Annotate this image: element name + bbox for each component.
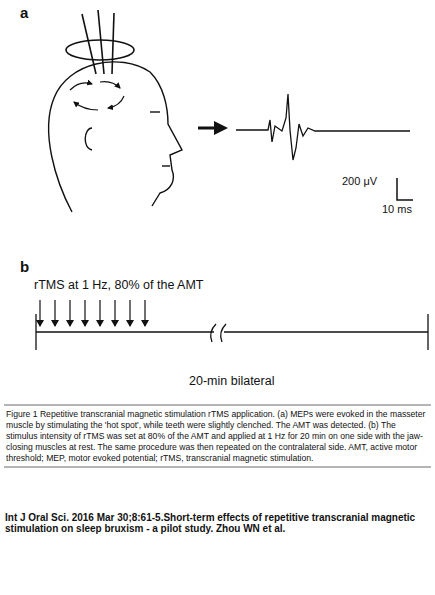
tms-coil: [66, 10, 134, 74]
mep-waveform: [236, 94, 410, 160]
stimulus-arrows: [40, 300, 145, 326]
panel-letter: a: [20, 4, 28, 21]
current-arrows: [70, 82, 124, 110]
figure-caption: Figure 1 Repetitive transcranial magneti…: [6, 409, 429, 464]
citation: Int J Oral Sci. 2016 Mar 30;8:61-5.Short…: [5, 512, 430, 534]
duration-label: 20-min bilateral: [189, 374, 274, 388]
caption-rule: [4, 467, 431, 468]
scale-label: 10 ms: [382, 203, 412, 215]
scale-label: 200 μV: [342, 175, 377, 187]
timeline: [36, 314, 428, 350]
caption-rule: [4, 405, 431, 406]
panel-letter: b: [20, 258, 29, 275]
stimulus-label: rTMS at 1 Hz, 80% of the AMT: [34, 278, 204, 292]
scale-bar: [397, 178, 413, 200]
head-outline: [49, 62, 182, 212]
flow-arrow: [198, 121, 228, 135]
